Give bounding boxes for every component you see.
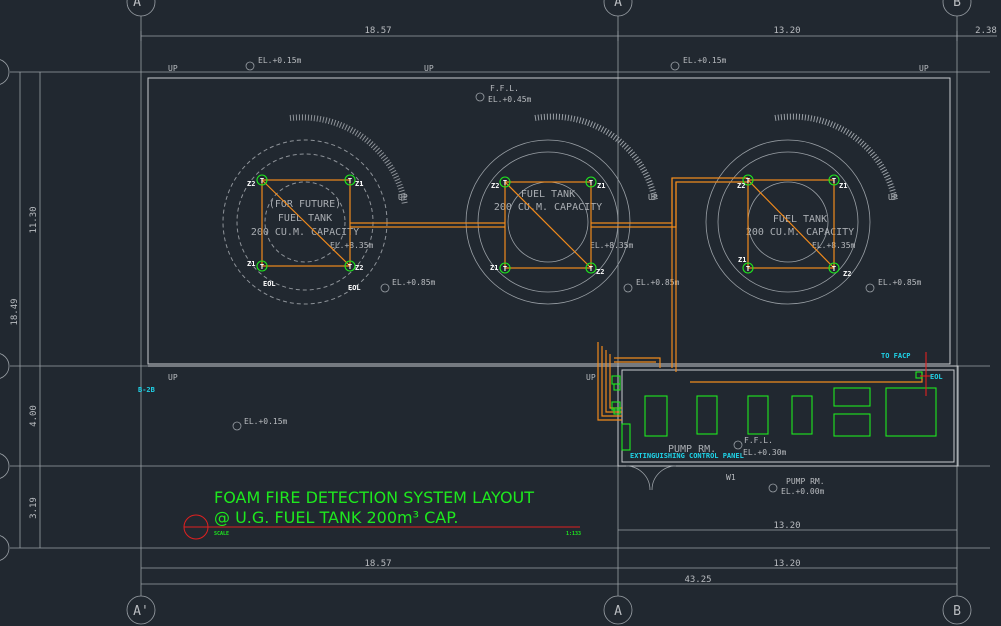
up-marker-1: UP xyxy=(168,64,178,73)
dim-top-right: 2.38 xyxy=(975,26,997,36)
detector-t-2: T xyxy=(348,177,352,185)
small-tag: B-2B xyxy=(138,386,155,394)
zone-z2-c: Z2 xyxy=(491,182,499,190)
title-line-2: @ U.G. FUEL TANK 200m³ CAP. xyxy=(214,508,458,527)
dim-top-mid: 13.20 xyxy=(773,26,800,36)
grid-label-a-bottom: A xyxy=(614,604,622,619)
elevation-symbols xyxy=(232,61,875,493)
dim-left-mid: 4.00 xyxy=(29,405,39,427)
tank-future-line3: 200 CU.M. CAPACITY xyxy=(251,227,359,238)
tank-future-el: EL.+8.35m xyxy=(330,241,374,250)
dim-left-upper: 11.30 xyxy=(29,206,39,233)
detector-t-3: T xyxy=(260,263,264,271)
zone-z1-b: Z1 xyxy=(247,260,255,268)
detector-t-4: T xyxy=(348,263,352,271)
zone-z2-b: Z2 xyxy=(355,264,363,272)
pump-ffl: F.F.L. xyxy=(744,436,773,445)
zone-z1-d: Z1 xyxy=(490,264,498,272)
zone-z2-a: Z2 xyxy=(247,180,255,188)
title-block: FOAM FIRE DETECTION SYSTEM LAYOUT @ U.G.… xyxy=(183,488,581,540)
el-mid-center: EL.+0.85m xyxy=(636,278,680,287)
dim-bottom-total: 43.25 xyxy=(684,575,711,585)
up-marker-8: UP xyxy=(888,193,898,202)
grid-label-b-bottom: B xyxy=(953,604,961,619)
scale-value: 1:133 xyxy=(566,531,581,537)
dimension-lines xyxy=(19,31,997,585)
tank-center-el: EL.+8.35m xyxy=(590,241,634,250)
el-lower-left: EL.+0.15m xyxy=(244,417,288,426)
zone-z2-f: Z2 xyxy=(843,270,851,278)
to-facp-label: TO FACP xyxy=(881,352,911,360)
pump-rm-value: EL.+0.00m xyxy=(781,487,825,496)
title-line-1: FOAM FIRE DETECTION SYSTEM LAYOUT xyxy=(214,488,534,507)
dim-left-lower: 3.19 xyxy=(29,497,39,519)
el-mid-left: EL.+0.85m xyxy=(392,278,436,287)
detector-t-8: T xyxy=(589,265,593,273)
dim-bottom-mid: 13.20 xyxy=(773,559,800,569)
tank-future-line1: (FOR FUTURE) xyxy=(269,199,341,210)
facp-connection xyxy=(920,352,932,396)
up-marker-3: UP xyxy=(919,64,929,73)
grid-label-a-top: A xyxy=(614,0,622,10)
tank-center-line2: 200 CU.M. CAPACITY xyxy=(494,202,602,213)
grid-label-a-prime-bottom: A' xyxy=(133,604,149,619)
tank-right-line1: FUEL TANK xyxy=(773,214,827,225)
detector-t-5: T xyxy=(503,179,507,187)
zone-z2-d: Z2 xyxy=(596,268,604,276)
scale-label: SCALE xyxy=(214,531,229,537)
zone-z1-f: Z1 xyxy=(738,256,746,264)
up-marker-4: UP xyxy=(168,373,178,382)
up-marker-5: UP xyxy=(586,373,596,382)
el-mid-right: EL.+0.85m xyxy=(878,278,922,287)
panel-eol-label: EOL xyxy=(930,373,943,381)
pump-room-label: PUMP RM. xyxy=(668,444,716,455)
zone-z1-e: Z1 xyxy=(839,182,847,190)
extinguishing-panel-label: EXTINGUISHING CONTROL PANEL xyxy=(630,452,744,460)
tank-center-line1: FUEL TANK xyxy=(521,189,575,200)
detector-t-12: T xyxy=(832,265,836,273)
detector-t-11: T xyxy=(746,265,750,273)
eol-1: EOL xyxy=(263,280,276,288)
dim-lower-mid: 13.20 xyxy=(773,521,800,531)
grid-bubbles: A' A B A' A B xyxy=(0,0,972,625)
el-top-right: EL.+0.15m xyxy=(683,56,727,65)
grid-label-b-top: B xyxy=(953,0,961,10)
pump-rm-label: PUMP RM. xyxy=(786,477,825,486)
tank-right xyxy=(705,113,898,305)
up-marker-7: UP xyxy=(648,193,658,202)
dim-left-total: 18.49 xyxy=(10,298,20,325)
el-top-left: EL.+0.15m xyxy=(258,56,302,65)
tank-future-line2: FUEL TANK xyxy=(278,213,332,224)
dim-top-left: 18.57 xyxy=(364,26,391,36)
grid-label-a-prime-top: A' xyxy=(133,0,149,10)
ffl-label: F.F.L. xyxy=(490,84,519,93)
zone-z2-e: Z2 xyxy=(737,182,745,190)
w1-marker: W1 xyxy=(726,473,736,482)
heat-detectors: T T T T T T T T T T T T Z2 Z1 Z1 Z2 Z2 Z… xyxy=(247,174,851,292)
detector-t-9: T xyxy=(746,177,750,185)
zone-z1-a: Z1 xyxy=(355,180,363,188)
dim-bottom-left: 18.57 xyxy=(364,559,391,569)
detector-t-6: T xyxy=(589,179,593,187)
detector-t-1: T xyxy=(260,177,264,185)
tank-center xyxy=(465,113,658,305)
tank-future xyxy=(222,114,408,305)
up-marker-2: UP xyxy=(424,64,434,73)
eol-2: EOL xyxy=(348,284,361,292)
detector-t-10: T xyxy=(832,177,836,185)
ffl-value: EL.+0.45m xyxy=(488,95,532,104)
pump-ffl-value: EL.+0.30m xyxy=(743,448,787,457)
detector-t-7: T xyxy=(503,265,507,273)
pump-room-equipment xyxy=(611,371,937,451)
zone-z1-c: Z1 xyxy=(597,182,605,190)
